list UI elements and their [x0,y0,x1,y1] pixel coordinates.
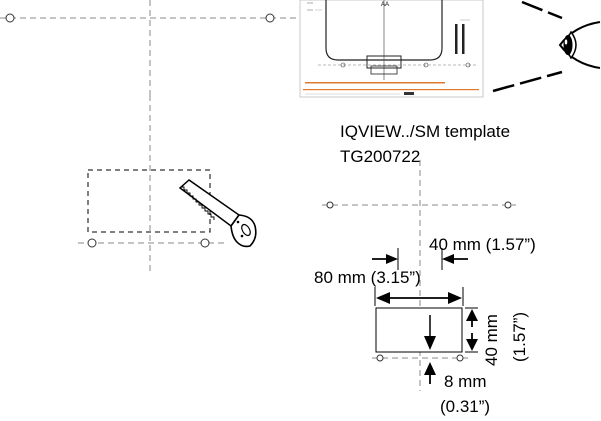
mounting-hole-right [200,238,210,248]
mounting-hole-right [265,13,275,23]
cutout-width-label: 80 mm (3.15”) [314,268,421,287]
cutout-height-in-label: (1.57”) [510,312,529,362]
offset-mm-label: 8 mm [444,372,487,391]
cutout-height-mm-label: 40 mm [482,314,501,366]
gap-width-label: 40 mm (1.57”) [429,235,536,254]
top-left-hole-layout [0,0,300,95]
mounting-hole-left [5,13,15,23]
template-caption-line1: IQVIEW../SM template [340,122,510,141]
cutout-rectangle [87,169,211,233]
mounting-hole-left [376,354,384,362]
mounting-hole-right [504,201,512,209]
accent-stripe [305,82,445,84]
hand-saw-icon [178,179,257,248]
cutout-rectangle [375,307,463,353]
template-caption-line2: TG200722 [340,147,420,166]
mounting-hole-left [87,238,97,248]
svg-text:AA: AA [381,2,389,8]
mounting-hole-left [326,201,334,209]
template-sheet-icon: AA [299,0,484,98]
cutout-layout-with-saw [78,95,225,272]
offset-in-label: (0.31”) [440,397,490,416]
eye-icon [492,0,601,93]
dimension-drawing [322,160,516,391]
mounting-hole-right [456,354,464,362]
